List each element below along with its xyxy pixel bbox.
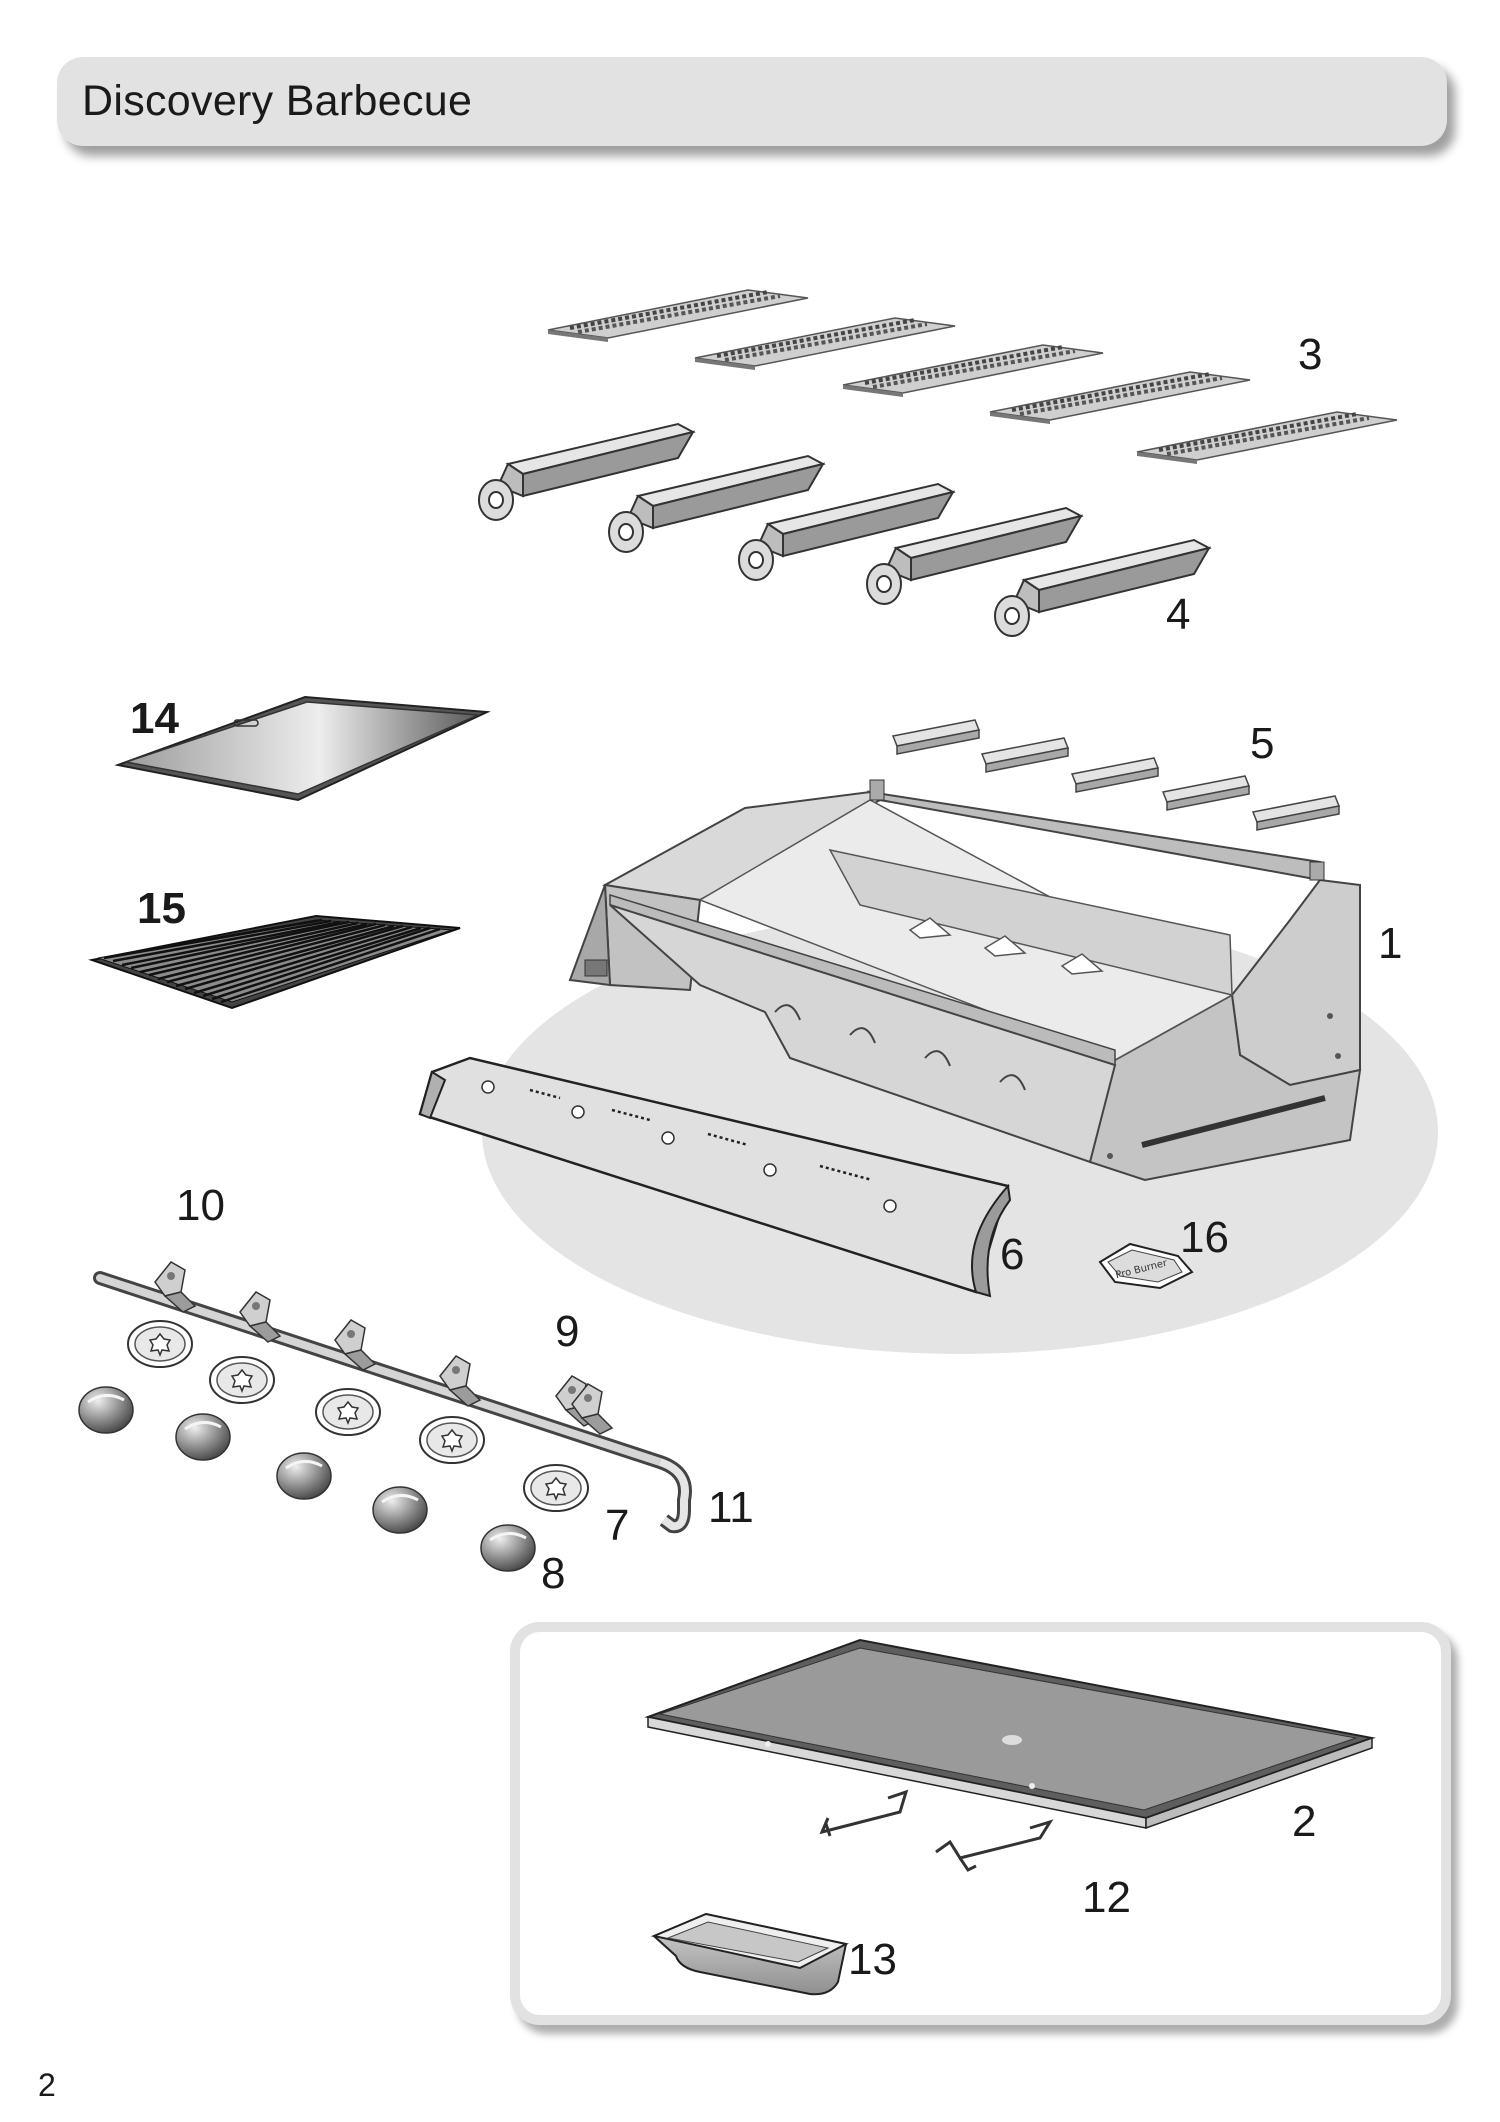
control-knobs [77, 1385, 537, 1573]
callout-grill: 15 [137, 884, 186, 933]
callout-control-knobs: 8 [541, 1549, 566, 1598]
control-panel [418, 1056, 1012, 1298]
callout-crossover-tubes: 5 [1250, 719, 1275, 768]
gas-valves [154, 1261, 613, 1435]
callout-drip-tray-brackets: 12 [1082, 1873, 1131, 1922]
callout-hotplate: 14 [130, 694, 179, 743]
grill [88, 914, 461, 1010]
drip-tray [644, 1638, 1376, 1830]
badge: Pro Burner [1098, 1242, 1194, 1290]
page-title: Discovery Barbecue [82, 77, 473, 125]
callout-gas-valves: 9 [555, 1307, 580, 1356]
title-bar: Discovery Barbecue [57, 57, 1447, 146]
callout-control-panel: 6 [1000, 1230, 1025, 1279]
callout-burners: 4 [1166, 590, 1191, 639]
callout-drip-tray: 2 [1292, 1797, 1317, 1846]
barbecue-body [568, 779, 1362, 1182]
callout-badge: 16 [1180, 1213, 1229, 1262]
page-number: 2 [38, 2067, 56, 2103]
callout-drip-cup: 13 [848, 1935, 897, 1984]
callout-heat-tents: 3 [1298, 330, 1323, 379]
hotplate [114, 695, 491, 802]
drip-cup [650, 1912, 849, 1996]
burners [478, 423, 1210, 637]
callout-control-bezels: 7 [605, 1501, 630, 1550]
callout-gas-manifold: 10 [176, 1181, 225, 1230]
callout-manifold-elbow: 11 [708, 1483, 754, 1532]
gas-manifold [93, 1271, 692, 1534]
callout-barbecue-body: 1 [1378, 919, 1403, 968]
drip-tray-brackets [819, 1789, 1054, 1872]
